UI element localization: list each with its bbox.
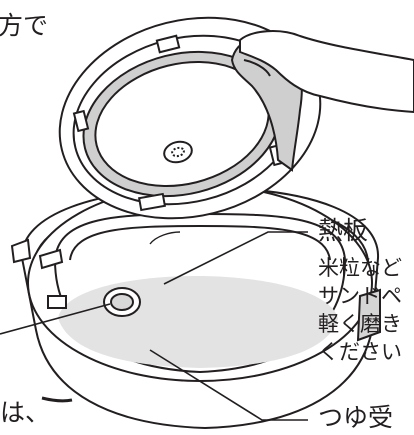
left-tab	[10, 238, 32, 264]
vent-slot	[41, 396, 73, 403]
steam-valve	[163, 140, 193, 164]
dew-collector-tab	[38, 248, 64, 270]
pot-inner-ring	[69, 224, 331, 261]
leader-sensor	[0, 303, 111, 335]
hot-plate-title: 熱板	[318, 216, 369, 245]
center-sensor-inner	[110, 293, 134, 311]
hot-plate-desc-line-1: 米粒など	[318, 256, 402, 280]
lid-hinge-top	[155, 34, 181, 54]
leader-dew-collector	[149, 349, 308, 421]
steam-valve-center	[171, 146, 185, 158]
hand	[239, 30, 414, 114]
lid-hinge-bottom	[137, 192, 167, 212]
pot-highlight	[149, 231, 181, 245]
thumb	[243, 59, 271, 77]
leader-lines	[0, 231, 308, 421]
hand-with-cloth	[230, 30, 414, 172]
dew-collector-label: つゆ受	[318, 403, 394, 432]
right-handle	[356, 288, 381, 342]
top-left-text-fragment: 方で	[0, 11, 49, 40]
lid-clip-left	[72, 109, 90, 133]
hot-plate-desc-line-3: 軽く磨き	[318, 312, 402, 336]
hot-plate-desc-line-4: ください	[318, 340, 402, 364]
left-latch	[47, 295, 67, 309]
bottom-left-text-fragment: は、	[0, 398, 51, 427]
hot-plate-desc-line-2: サンドペ	[318, 284, 402, 308]
cooker-body	[10, 184, 381, 430]
leader-hot-plate	[163, 231, 308, 285]
